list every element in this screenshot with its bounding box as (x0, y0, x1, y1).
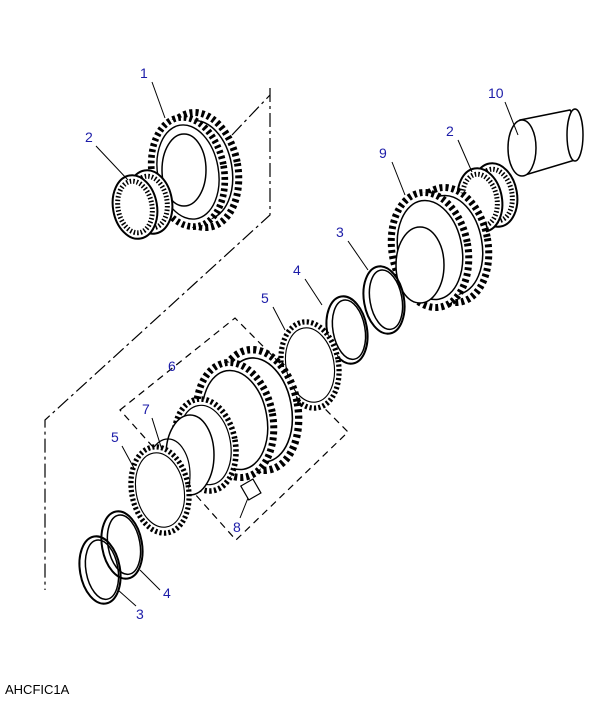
bush-10 (507, 108, 584, 177)
boundary-lines (44, 88, 349, 590)
diagram-reference-code: AHCFIC1A (5, 682, 70, 697)
callout-6: 6 (168, 358, 176, 374)
callout-2-right: 2 (446, 123, 454, 139)
leader-lines (95, 81, 519, 607)
gear-1 (143, 106, 248, 233)
callout-8: 8 (233, 519, 241, 535)
callout-5-upper: 5 (261, 290, 269, 306)
synchro-assembly-6 (124, 317, 345, 538)
callout-1: 1 (140, 65, 148, 81)
callout-7: 7 (142, 401, 150, 417)
cone-4-lower (95, 507, 149, 583)
gear-9 (383, 181, 498, 313)
callout-4-lower: 4 (163, 585, 171, 601)
callout-10: 10 (488, 85, 504, 101)
callout-5-lower: 5 (111, 429, 119, 445)
baulk-ring-3-lower (73, 532, 127, 608)
callout-9: 9 (379, 145, 387, 161)
callout-4-upper: 4 (293, 262, 301, 278)
callout-2-left: 2 (85, 129, 93, 145)
callout-3-lower: 3 (136, 606, 144, 622)
callout-3-upper: 3 (336, 224, 344, 240)
